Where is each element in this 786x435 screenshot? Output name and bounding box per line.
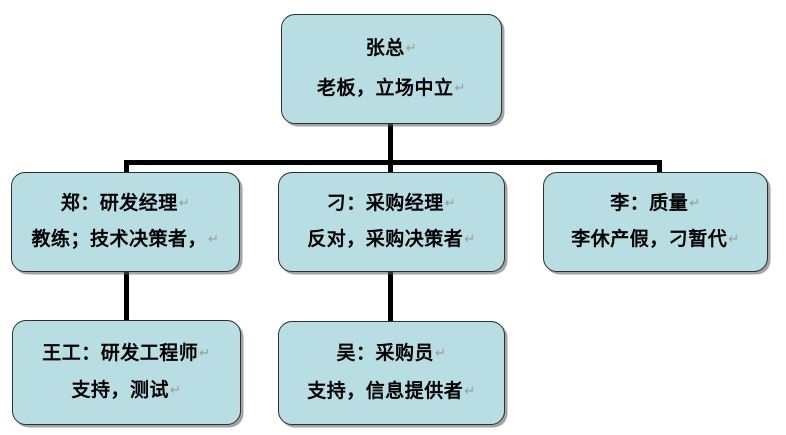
node-wang[interactable]: 王工：研发工程师↵ 支持，测试↵ — [12, 320, 241, 425]
return-mark-icon: ↵ — [444, 196, 457, 212]
return-mark-icon: ↵ — [435, 346, 447, 362]
node-wang-title: 王工：研发工程师↵ — [42, 341, 211, 364]
node-zheng-desc: 教练；技术决策者，↵ — [31, 228, 220, 251]
return-mark-icon: ↵ — [199, 345, 211, 361]
node-li-desc: 李休产假，刁暂代↵ — [571, 228, 740, 251]
node-li-title: 李：质量↵ — [610, 192, 701, 215]
return-mark-icon: ↵ — [728, 232, 740, 248]
node-diao[interactable]: 刁：采购经理↵ 反对，采购决策者↵ — [278, 172, 505, 272]
node-wu-desc: 支持，信息提供者↵ — [307, 379, 476, 402]
return-mark-icon: ↵ — [464, 232, 476, 248]
return-mark-icon: ↵ — [178, 196, 191, 212]
connector-to-diao — [388, 160, 393, 174]
node-zhang[interactable]: 张总↵ 老板，立场中立↵ — [281, 14, 502, 124]
connector-to-li — [657, 160, 662, 174]
return-mark-icon: ↵ — [464, 383, 476, 399]
connector-level2-bus — [124, 160, 662, 165]
return-mark-icon: ↵ — [405, 41, 418, 57]
return-mark-icon: ↵ — [689, 196, 701, 212]
return-mark-icon: ↵ — [170, 383, 182, 399]
connector-diao-to-wu — [388, 270, 393, 322]
connector-ceo-stem — [388, 124, 393, 164]
node-zheng-title: 郑：研发经理↵ — [60, 192, 191, 215]
node-li[interactable]: 李：质量↵ 李休产假，刁暂代↵ — [543, 172, 768, 272]
return-mark-icon: ↵ — [208, 232, 220, 248]
node-diao-desc: 反对，采购决策者↵ — [307, 228, 476, 251]
return-mark-icon: ↵ — [454, 80, 466, 96]
node-zhang-desc: 老板，立场中立↵ — [317, 76, 466, 99]
node-zhang-title: 张总↵ — [365, 37, 418, 60]
node-diao-title: 刁：采购经理↵ — [326, 192, 457, 215]
connector-zheng-to-wang — [124, 270, 129, 322]
node-wang-desc: 支持，测试↵ — [71, 379, 182, 402]
node-zheng[interactable]: 郑：研发经理↵ 教练；技术决策者，↵ — [11, 172, 240, 272]
node-wu[interactable]: 吴：采购员↵ 支持，信息提供者↵ — [278, 321, 505, 425]
connector-to-zheng — [124, 160, 129, 174]
node-wu-title: 吴：采购员↵ — [336, 342, 447, 365]
